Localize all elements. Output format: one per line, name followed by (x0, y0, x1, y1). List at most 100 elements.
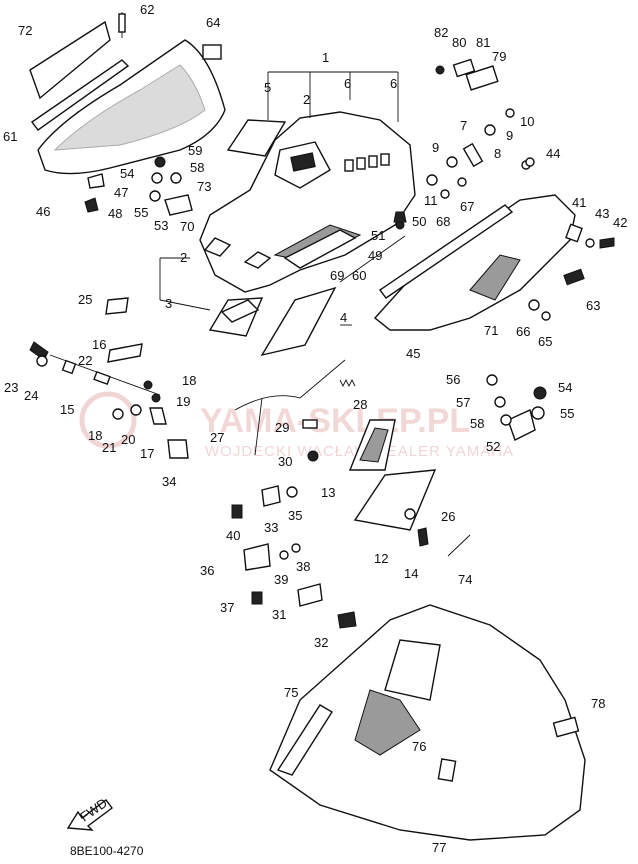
figure-code: 8BE100-4270 (70, 844, 144, 858)
callout-28: 28 (353, 397, 367, 412)
callout-24: 24 (24, 388, 38, 403)
callout-58: 58 (470, 416, 484, 431)
callout-27: 27 (210, 430, 224, 445)
part-12-vent-frame (353, 469, 437, 531)
callout-13: 13 (321, 485, 335, 500)
callout-54: 54 (120, 166, 134, 181)
callout-51: 51 (371, 228, 385, 243)
callout-43: 43 (595, 206, 609, 221)
callout-37: 37 (220, 600, 234, 615)
part-2-upper-cowl (199, 111, 416, 293)
callout-20: 20 (121, 432, 135, 447)
callout-38: 38 (296, 559, 310, 574)
fwd-arrow-icon: FWD (66, 795, 113, 831)
callout-2: 2 (180, 250, 187, 265)
callout-75: 75 (284, 685, 298, 700)
callout-18: 18 (88, 428, 102, 443)
callout-54: 54 (558, 380, 572, 395)
callout-66: 66 (516, 324, 530, 339)
callout-56: 56 (446, 372, 460, 387)
callout-62: 62 (140, 2, 154, 17)
callout-25: 25 (78, 292, 92, 307)
callout-55: 55 (134, 205, 148, 220)
callout-41: 41 (572, 195, 586, 210)
callout-23: 23 (4, 380, 18, 395)
callout-82: 82 (434, 25, 448, 40)
callout-32: 32 (314, 635, 328, 650)
callout-81: 81 (476, 35, 490, 50)
part-61-trim (31, 59, 130, 131)
leader-lines (159, 71, 399, 326)
callout-30: 30 (278, 454, 292, 469)
callout-3: 3 (165, 296, 172, 311)
callout-71: 71 (484, 323, 498, 338)
callout-1: 1 (322, 50, 329, 65)
callout-48: 48 (108, 206, 122, 221)
part-72-windshield-film (29, 20, 111, 100)
callout-78: 78 (591, 696, 605, 711)
callout-80: 80 (452, 35, 466, 50)
part-78-emblem (552, 716, 580, 738)
callout-labels: 1 2 2 3 4 5 6 6 7 8 9 9 10 11 12 13 14 1… (3, 2, 627, 855)
callout-60: 60 (352, 268, 366, 283)
part-5-panel (226, 119, 287, 157)
callout-10: 10 (520, 114, 534, 129)
callout-63: 63 (586, 298, 600, 313)
callout-67: 67 (460, 199, 474, 214)
callout-6: 6 (344, 76, 351, 91)
callout-35: 35 (288, 508, 302, 523)
callout-34: 34 (162, 474, 176, 489)
callout-68: 68 (436, 214, 450, 229)
callout-57: 57 (456, 395, 470, 410)
callout-64: 64 (206, 15, 220, 30)
callout-26: 26 (441, 509, 455, 524)
callout-2: 2 (303, 92, 310, 107)
part-4-panel (260, 286, 337, 357)
callout-70: 70 (180, 219, 194, 234)
callout-76: 76 (412, 739, 426, 754)
callout-7: 7 (460, 118, 467, 133)
callout-52: 52 (486, 439, 500, 454)
callout-72: 72 (18, 23, 32, 38)
part-77-grommet (437, 758, 457, 782)
callout-16: 16 (92, 337, 106, 352)
callout-29: 29 (275, 420, 289, 435)
callout-14: 14 (404, 566, 418, 581)
callout-4: 4 (340, 310, 347, 325)
callout-42: 42 (613, 215, 627, 230)
callout-21: 21 (102, 440, 116, 455)
callout-31: 31 (272, 607, 286, 622)
callout-77: 77 (432, 840, 446, 855)
watermark-main: YAMA-SKLEP.PL (200, 402, 470, 440)
callout-58: 58 (190, 160, 204, 175)
callout-44: 44 (546, 146, 560, 161)
callout-55: 55 (560, 406, 574, 421)
callout-5: 5 (264, 80, 271, 95)
callout-36: 36 (200, 563, 214, 578)
callout-18: 18 (182, 373, 196, 388)
callout-33: 33 (264, 520, 278, 535)
callout-22: 22 (78, 353, 92, 368)
callout-53: 53 (154, 218, 168, 233)
callout-61: 61 (3, 129, 17, 144)
callout-49: 49 (368, 248, 382, 263)
callout-50: 50 (412, 214, 426, 229)
callout-73: 73 (197, 179, 211, 194)
callout-69: 69 (330, 268, 344, 283)
callout-15: 15 (60, 402, 74, 417)
callout-47: 47 (114, 185, 128, 200)
callout-40: 40 (226, 528, 240, 543)
callout-9: 9 (432, 140, 439, 155)
callout-17: 17 (140, 446, 154, 461)
callout-46: 46 (36, 204, 50, 219)
part-76-lower-cowl (269, 604, 586, 841)
callout-79: 79 (492, 49, 506, 64)
callout-8: 8 (494, 146, 501, 161)
callout-59: 59 (188, 143, 202, 158)
callout-12: 12 (374, 551, 388, 566)
part-46-windshield (37, 39, 226, 175)
callout-6: 6 (390, 76, 397, 91)
callout-9: 9 (506, 128, 513, 143)
callout-65: 65 (538, 334, 552, 349)
